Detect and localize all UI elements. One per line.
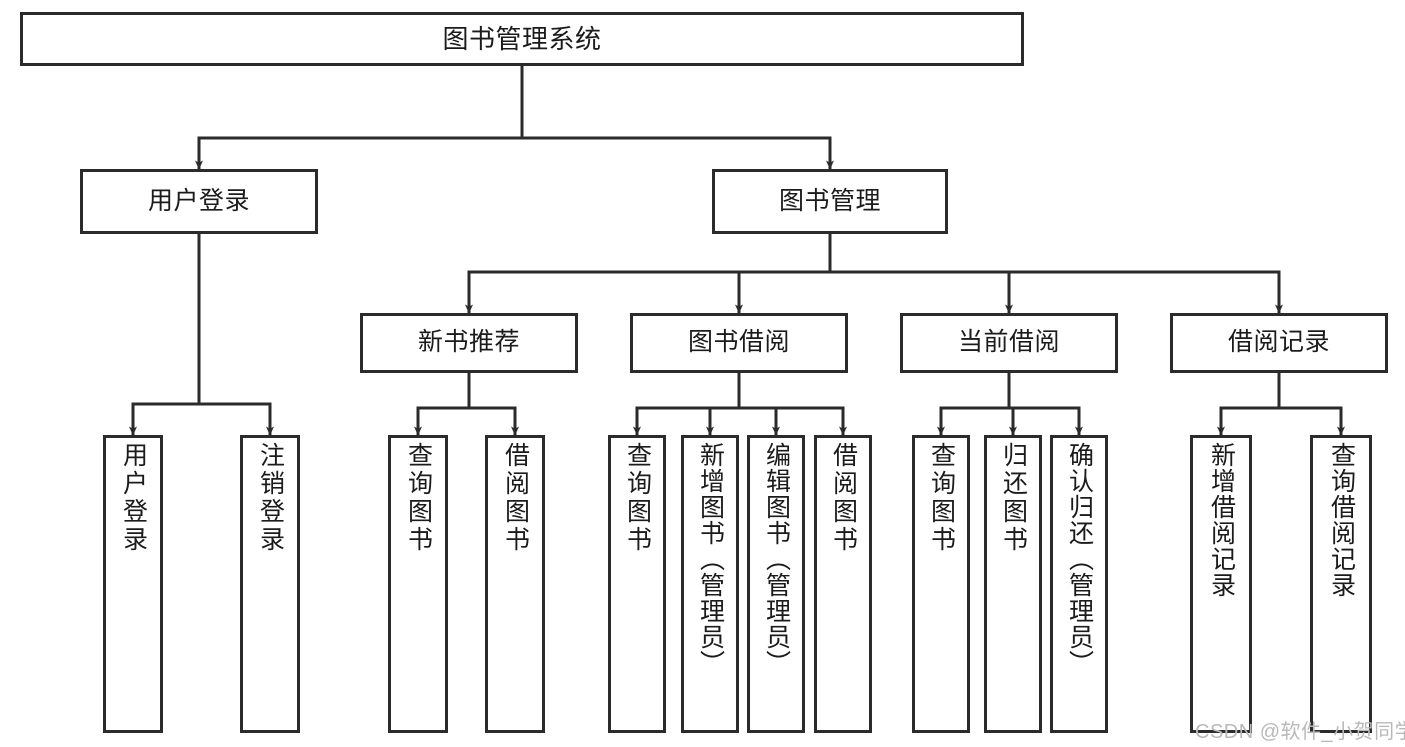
node-leaf-user-login[interactable]: 用户登录: [103, 435, 163, 733]
node-borrow[interactable]: 图书借阅: [630, 313, 848, 373]
csdn-watermark: CSDN @软件_小贺同学: [1195, 721, 1405, 743]
node-label: 借阅图书: [829, 442, 858, 554]
node-records[interactable]: 借阅记录: [1170, 313, 1388, 373]
node-leaf-new-borrow[interactable]: 借阅图书: [485, 435, 545, 733]
node-login[interactable]: 用户登录: [80, 169, 318, 234]
node-label: 查询借阅记录: [1327, 442, 1356, 598]
node-label: 注销登录: [256, 442, 285, 554]
node-label: 查询图书: [927, 442, 956, 554]
node-leaf-rec-query[interactable]: 查询借阅记录: [1310, 435, 1372, 733]
node-leaf-borrow-edit[interactable]: 编辑图书（管理员）: [747, 435, 805, 733]
node-label: 确认归还（管理员）: [1065, 442, 1094, 676]
node-current[interactable]: 当前借阅: [900, 313, 1118, 373]
node-newbook[interactable]: 新书推荐: [360, 313, 578, 373]
node-label: 图书管理系统: [442, 23, 602, 54]
node-label: 用户登录: [119, 442, 148, 554]
node-leaf-borrow-add[interactable]: 新增图书（管理员）: [681, 435, 739, 733]
node-leaf-cur-query[interactable]: 查询图书: [912, 435, 970, 733]
node-label: 归还图书: [999, 442, 1028, 554]
node-label: 用户登录: [147, 186, 250, 215]
node-label: 借阅记录: [1227, 328, 1330, 357]
node-label: 新书推荐: [417, 328, 520, 357]
node-label: 编辑图书（管理员）: [762, 442, 791, 676]
node-leaf-rec-add[interactable]: 新增借阅记录: [1190, 435, 1252, 733]
node-label: 借阅图书: [501, 442, 530, 554]
node-leaf-user-logout[interactable]: 注销登录: [240, 435, 300, 733]
node-bookmgmt[interactable]: 图书管理: [712, 169, 948, 234]
node-root[interactable]: 图书管理系统: [20, 12, 1024, 66]
node-leaf-new-query[interactable]: 查询图书: [388, 435, 448, 733]
node-leaf-borrow-query[interactable]: 查询图书: [608, 435, 666, 733]
node-label: 查询图书: [404, 442, 433, 554]
node-label: 查询图书: [623, 442, 652, 554]
node-leaf-cur-confirm[interactable]: 确认归还（管理员）: [1050, 435, 1108, 733]
node-label: 新增图书（管理员）: [696, 442, 725, 676]
node-leaf-cur-return[interactable]: 归还图书: [984, 435, 1042, 733]
node-leaf-borrow-lend[interactable]: 借阅图书: [814, 435, 872, 733]
node-label: 图书借阅: [687, 328, 790, 357]
node-label: 当前借阅: [957, 328, 1060, 357]
node-label: 图书管理: [778, 186, 881, 215]
node-label: 新增借阅记录: [1207, 442, 1236, 598]
